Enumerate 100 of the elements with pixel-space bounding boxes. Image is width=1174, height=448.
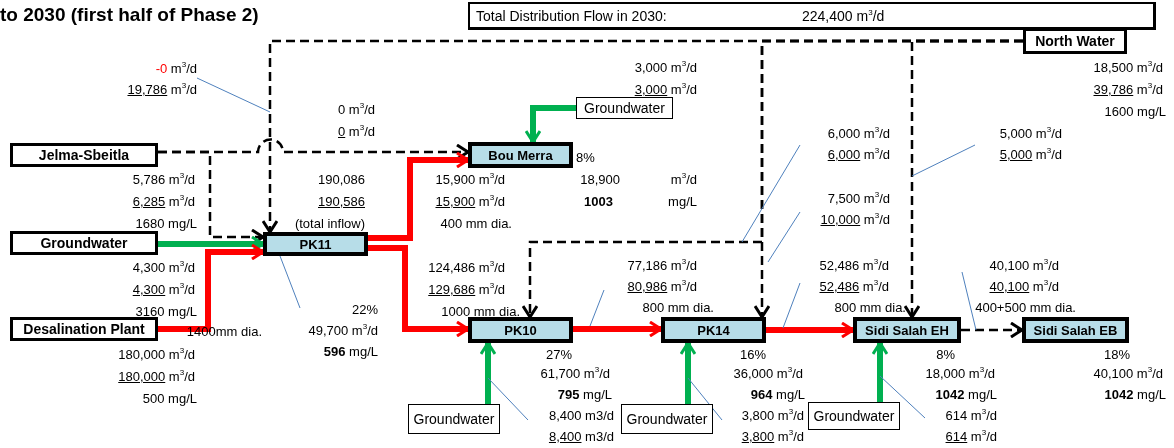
percentage: 8%	[936, 346, 955, 364]
leader-line	[782, 282, 801, 329]
station-name: PK14	[697, 322, 730, 338]
source-box	[621, 404, 713, 434]
source-box	[808, 402, 900, 430]
flow-value: 61,700 m$^{3}$/d	[540, 364, 610, 383]
station-name: Bou Merra	[488, 147, 553, 163]
station-box	[661, 317, 766, 343]
flow-value: 124,486 m$^{3}$/d	[428, 258, 505, 277]
flow-value: 40,100 m$^{3}$/d	[988, 277, 1060, 296]
flow-value: 77,186 m$^{3}$/d	[626, 256, 698, 275]
summary-box	[468, 2, 1156, 30]
leader-line	[911, 144, 976, 177]
source-box	[10, 231, 158, 255]
flow-value: 614 m$^{3}$/d	[944, 427, 997, 446]
arrow	[368, 245, 470, 338]
percentage: 8%	[576, 149, 595, 167]
source-box	[10, 143, 158, 167]
salinity-value: 500 mg/L	[142, 390, 197, 408]
flow-value: 15,900 m$^{3}$/d	[435, 192, 505, 211]
flow-value: 49,700 m$^{3}$/d	[307, 321, 378, 340]
pipe-diameter: 400+500 mm dia.	[974, 299, 1076, 317]
source-box	[408, 404, 500, 434]
flow-value: 19,786 m$^{3}$/d	[126, 80, 197, 99]
station-box	[468, 317, 573, 343]
source-name: North Water	[1035, 33, 1115, 49]
flow-value: -0 m$^{3}$/d	[154, 59, 197, 78]
flow-value: 180,000 m$^{3}$/d	[118, 367, 195, 386]
leader-line	[589, 289, 605, 327]
flow-value: 190,086	[318, 171, 365, 189]
salinity-value: 964 mg/L	[750, 386, 805, 404]
leader-line	[879, 375, 926, 419]
leader-line	[279, 255, 301, 309]
flow-value: 3,000 m$^{3}$/d	[634, 58, 697, 77]
flow-value: 52,486 m$^{3}$/d	[818, 256, 890, 275]
arrow	[573, 320, 663, 338]
flow-value: 5,000 m$^{3}$/d	[998, 124, 1062, 143]
percentage: 22%	[350, 301, 378, 319]
station-name: PK10	[504, 322, 537, 338]
flow-value: 40,100 m$^{3}$/d	[988, 256, 1060, 275]
salinity-value: 1003	[584, 193, 613, 211]
station-name: Sidi Salah EB	[1033, 322, 1118, 338]
arrow	[479, 341, 497, 404]
leader-line	[961, 271, 977, 331]
flow-value: 180,000 m$^{3}$/d	[118, 345, 195, 364]
station-box	[853, 317, 961, 343]
flow-value: 190,586	[318, 193, 365, 211]
flow-value: 3,800 m$^{3}$/d	[740, 427, 804, 446]
flow-value: 3,800 m$^{3}$/d	[740, 406, 804, 425]
flow-value: 39,786 m$^{3}$/d	[1093, 80, 1163, 99]
salinity-value: 1680 mg/L	[135, 215, 197, 233]
pipe-diameter: 1400mm dia.	[186, 323, 262, 341]
flow-value: 40,100 m$^{3}$/d	[1093, 364, 1163, 383]
flow-value: 52,486 m$^{3}$/d	[818, 277, 890, 296]
flow-value: 129,686 m$^{3}$/d	[428, 280, 505, 299]
arrow	[158, 243, 265, 332]
station-box	[1022, 317, 1129, 343]
salinity-value: 3160 mg/L	[135, 303, 197, 321]
source-name: Groundwater	[584, 100, 665, 116]
pipe-diameter: 1000 mm dia.	[441, 303, 520, 321]
arrow	[368, 151, 470, 241]
flow-value: 3,000 m$^{3}$/d	[634, 80, 697, 99]
pipe-diameter: 800 mm dia.	[833, 299, 906, 317]
salinity-value: 1042 mg/L	[935, 386, 997, 404]
flow-value: 36,000 m$^{3}$/d	[733, 364, 803, 383]
flow-value: 614 m$^{3}$/d	[944, 406, 997, 425]
summary-label: Total Distribution Flow in 2030:	[476, 7, 667, 24]
arrow	[961, 321, 1024, 339]
flow-value: 6,000 m$^{3}$/d	[826, 145, 890, 164]
flow-value: 6,000 m$^{3}$/d	[826, 124, 890, 143]
percentage: 16%	[739, 346, 766, 364]
flow-value: 18,500 m$^{3}$/d	[1093, 58, 1163, 77]
source-name: Jelma-Sbeitla	[38, 147, 130, 163]
flow-value: 4,300 m$^{3}$/d	[132, 280, 195, 299]
station-box	[263, 232, 368, 256]
source-name: Groundwater	[813, 408, 895, 424]
station-name: PK11	[299, 236, 332, 252]
percentage: 27%	[545, 346, 572, 364]
leader-line	[687, 377, 723, 421]
flow-value: 0 m$^{3}$/d	[338, 122, 375, 141]
summary-value: 224,400 m$^{3}$/d	[802, 7, 885, 24]
percentage: 18%	[1103, 346, 1130, 364]
source-name: Groundwater	[40, 235, 128, 251]
flow-value: 5,000 m$^{3}$/d	[998, 145, 1062, 164]
flow-value: 8,400 m3/d	[547, 407, 614, 425]
flow-value: 15,900 m$^{3}$/d	[435, 170, 505, 189]
diagram-title: to 2030 (first half of Phase 2)	[0, 4, 259, 26]
station-box	[468, 142, 573, 168]
leader-line	[487, 377, 529, 421]
flow-value: 10,000 m$^{3}$/d	[819, 210, 890, 229]
salinity-value: 1042 mg/L	[1104, 386, 1166, 404]
flow-value: 18,000 m$^{3}$/d	[925, 364, 995, 383]
salinity-value: 795 mg/L	[557, 386, 612, 404]
source-name: Groundwater	[626, 411, 708, 427]
flow-value: 6,285 m$^{3}$/d	[132, 192, 195, 211]
source-box	[576, 97, 673, 119]
unit: m$^{3}$/d	[670, 170, 697, 189]
arrow	[871, 341, 889, 402]
flow-value: 4,300 m$^{3}$/d	[132, 258, 195, 277]
pipe-diameter: 800 mm dia.	[641, 299, 714, 317]
